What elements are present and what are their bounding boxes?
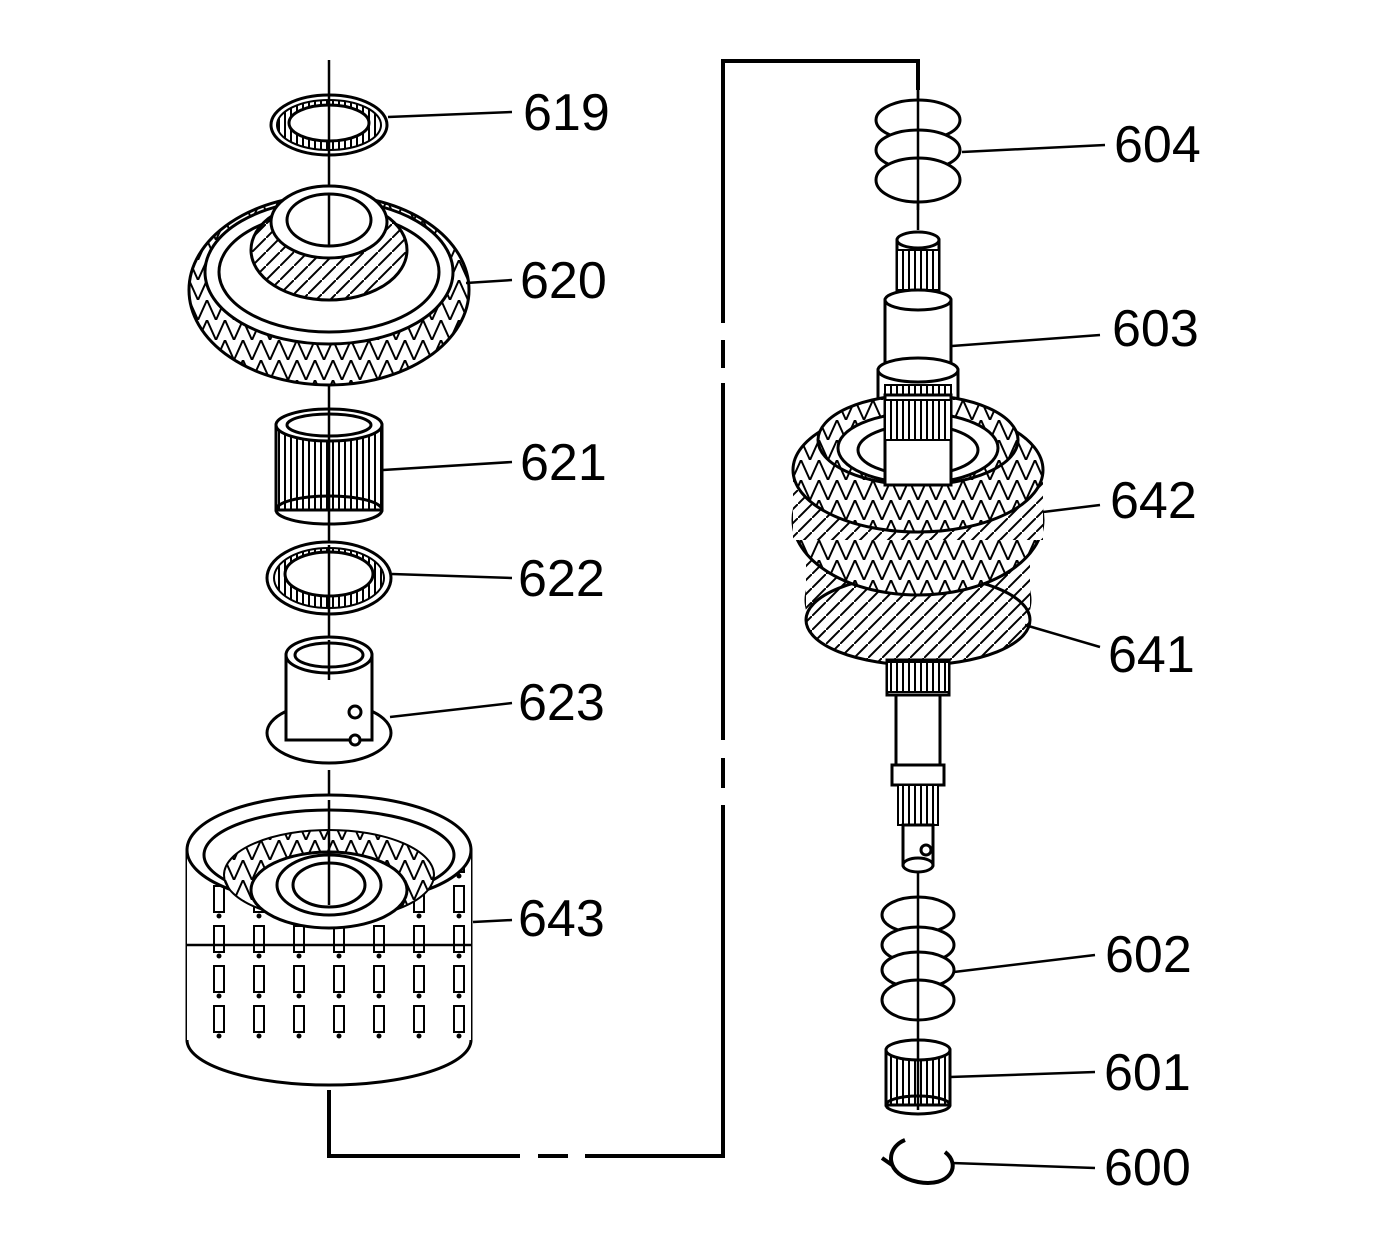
- connector-path: [327, 59, 920, 1158]
- callout-labels: 619 620 621 622 623 643 604 603 642 641 …: [518, 84, 1201, 1197]
- label-621: 621: [520, 434, 607, 492]
- part-602-seal-rings: [880, 895, 956, 1022]
- part-600-snap-ring: [880, 1138, 955, 1185]
- label-600: 600: [1104, 1139, 1191, 1197]
- part-622-thrust-bearing: [265, 540, 393, 616]
- label-643: 643: [518, 890, 605, 948]
- label-642: 642: [1110, 472, 1197, 530]
- part-604-seal-rings: [874, 90, 962, 210]
- label-641: 641: [1108, 626, 1195, 684]
- part-642-gear: [791, 393, 1045, 597]
- label-622: 622: [518, 550, 605, 608]
- label-603: 603: [1112, 300, 1199, 358]
- label-623: 623: [518, 674, 605, 732]
- label-602: 602: [1105, 926, 1192, 984]
- part-603-shaft-lower: [885, 658, 951, 874]
- label-620: 620: [520, 252, 607, 310]
- part-621-needle-bearing: [274, 405, 384, 526]
- part-620-gear: [187, 184, 471, 387]
- leader-lines: [382, 110, 1106, 1170]
- part-643-clutch-housing: [185, 793, 473, 1087]
- label-619: 619: [523, 84, 610, 142]
- part-619-thrust-bearing: [269, 93, 389, 157]
- part-601-needle-bearing: [884, 1038, 952, 1116]
- label-601: 601: [1104, 1044, 1191, 1102]
- label-604: 604: [1114, 116, 1201, 174]
- part-623-hub-sleeve: [265, 635, 393, 765]
